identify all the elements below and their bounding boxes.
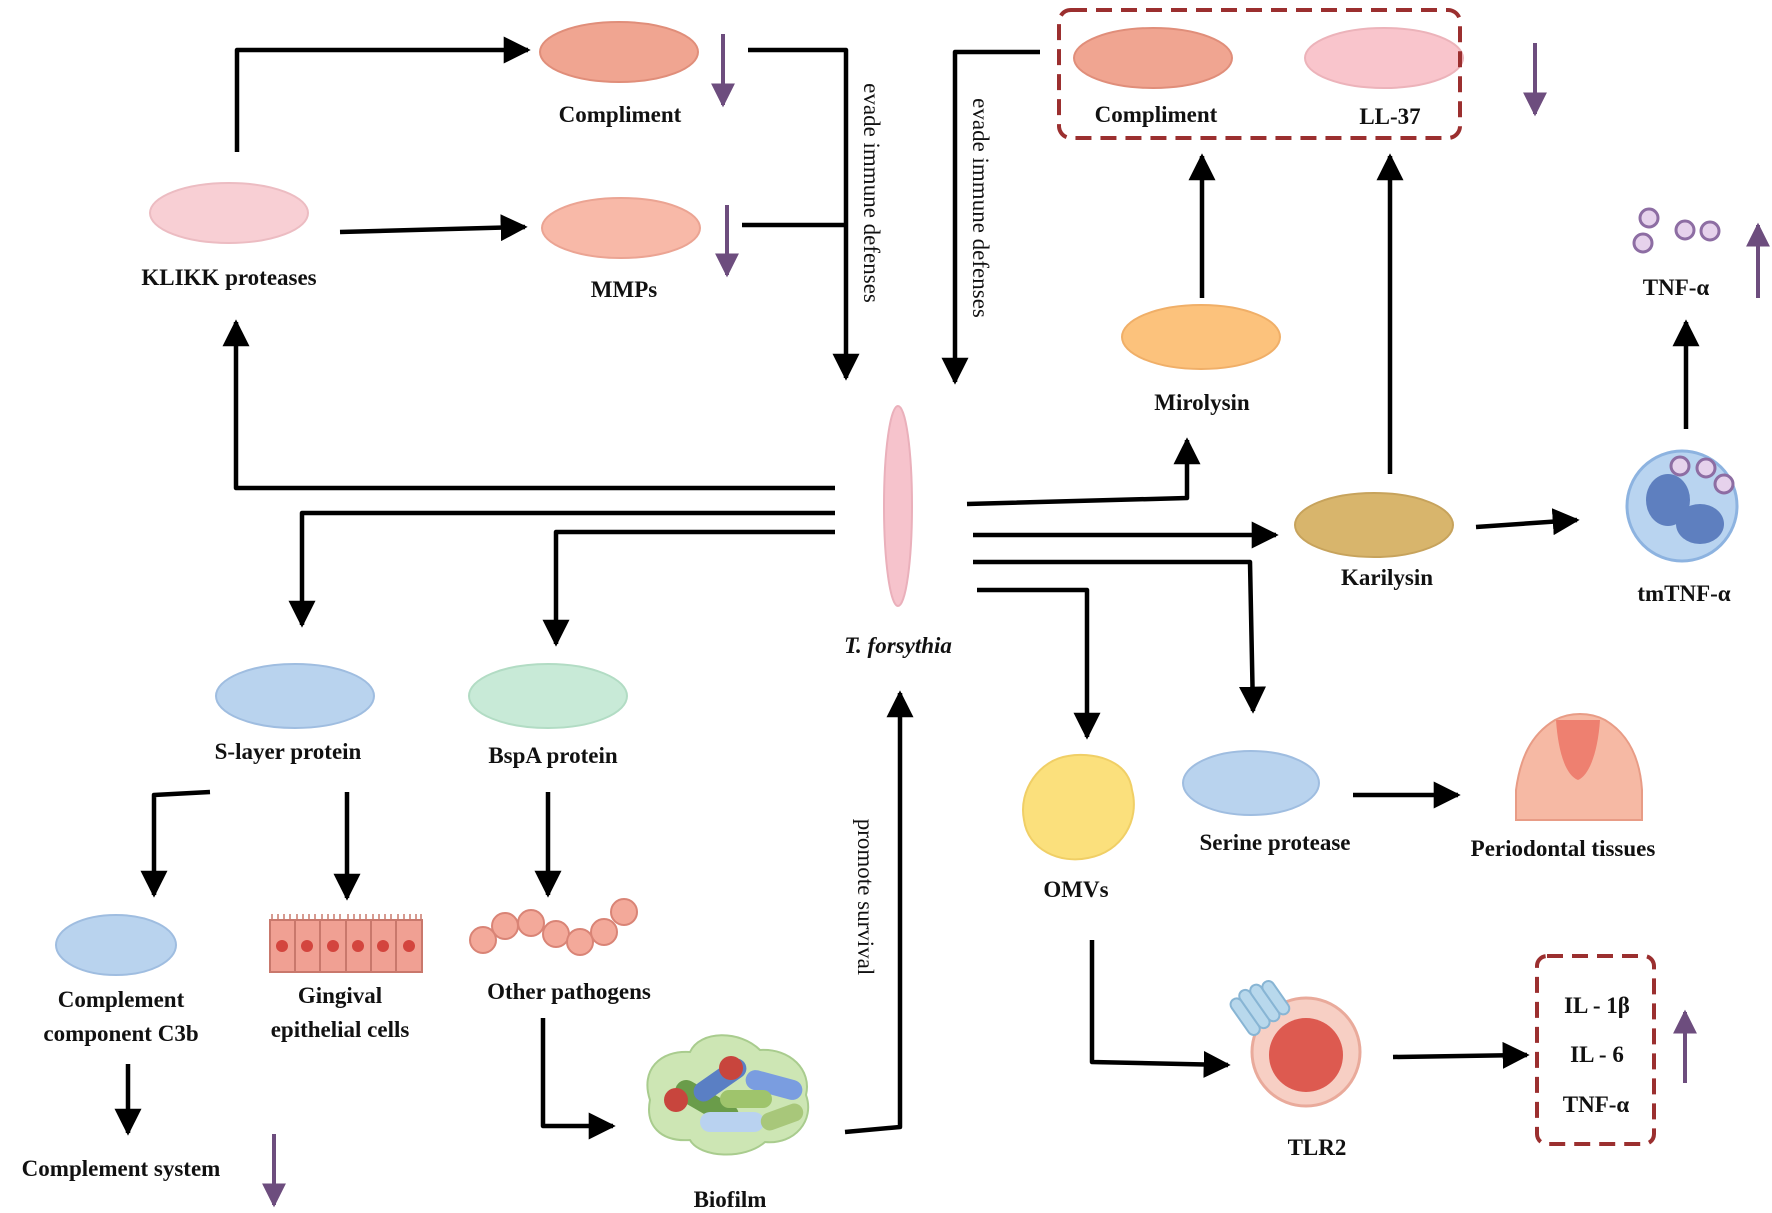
- arrow-box-to-tforsythia: [941, 49, 1040, 385]
- arrow-pathogens-to-biofilm: [540, 1018, 616, 1140]
- biofilm-icon: [646, 1034, 810, 1156]
- klikk-ellipse: [149, 182, 309, 244]
- mirolysin-ellipse: [1121, 304, 1281, 370]
- karilysin-ellipse: [1294, 492, 1454, 558]
- gingival-label-line2: epithelial cells: [271, 1017, 410, 1042]
- omvs-label: OMVs: [1043, 877, 1108, 902]
- promote-survival-label: promote survival: [853, 819, 878, 976]
- bspa-label: BspA protein: [488, 743, 618, 768]
- s-layer-label: S-layer protein: [215, 739, 362, 764]
- t-forsythia-label: T. forsythia: [844, 633, 952, 658]
- evade-immune-label-2: evade immune defenses: [968, 98, 993, 318]
- biofilm-label: Biofilm: [694, 1187, 767, 1212]
- arrow-tforsythia-to-mirolysin: [966, 437, 1201, 507]
- tlr2-label: TLR2: [1288, 1135, 1347, 1160]
- arrow-klikk-to-mmps: [339, 214, 528, 242]
- arrow-omvs-to-tlr2: [1089, 940, 1231, 1078]
- compliment-top-ellipse: [539, 21, 699, 83]
- arrow-tforsythia-to-klikk: [222, 319, 835, 491]
- tmtnf-label: tmTNF-α: [1637, 581, 1730, 606]
- arrow-karilysin-to-tmtnf: [1475, 508, 1580, 536]
- arrow-compliment-to-tforsythia: [748, 47, 860, 381]
- arrow-tforsythia-to-serine-protease: [973, 559, 1267, 714]
- tnf-top-label: TNF-α: [1643, 275, 1710, 300]
- il1b-label: IL - 1β: [1564, 993, 1630, 1018]
- periodontal-label: Periodontal tissues: [1471, 836, 1656, 861]
- arrow-tforsythia-to-bspa: [542, 529, 835, 647]
- periodontal-tissue-icon: [1515, 713, 1643, 821]
- serine-protease-label: Serine protease: [1200, 830, 1351, 855]
- mmps-label: MMPs: [591, 277, 657, 302]
- serine-protease-ellipse: [1182, 750, 1320, 816]
- arrow-s-layer-to-c3b: [140, 789, 211, 898]
- complement-c3b-ellipse: [55, 914, 177, 976]
- omvs-blob: [1022, 753, 1135, 861]
- gingival-cells-icon: [269, 914, 423, 973]
- tnf-box-label: TNF-α: [1563, 1092, 1630, 1117]
- ll37-label: LL-37: [1359, 104, 1420, 129]
- mmps-ellipse: [541, 197, 701, 259]
- complement-c3b-label-line2: component C3b: [43, 1021, 198, 1046]
- pathogens-chain-icon: [469, 898, 638, 956]
- inhibited-targets-box: [1057, 8, 1462, 140]
- compliment-box-ellipse: [1073, 27, 1233, 89]
- ll37-ellipse: [1304, 27, 1464, 89]
- tnf-molecules-icon: [1632, 207, 1721, 254]
- tlr2-cell-icon: [1229, 980, 1362, 1108]
- arrow-tforsythia-to-s-layer: [288, 510, 835, 628]
- karilysin-label: Karilysin: [1341, 565, 1433, 590]
- complement-c3b-label-line1: Complement: [58, 987, 185, 1012]
- gingival-label-line1: Gingival: [298, 983, 382, 1008]
- complement-system-label: Complement system: [22, 1156, 221, 1181]
- arrow-tlr2-to-cytokines: [1392, 1041, 1530, 1069]
- klikk-label: KLIKK proteases: [141, 265, 316, 290]
- arrow-biofilm-to-tforsythia: [844, 690, 914, 1135]
- bspa-ellipse: [468, 663, 628, 729]
- compliment-top-label: Compliment: [559, 102, 682, 127]
- arrow-tforsythia-to-omvs: [977, 587, 1101, 740]
- mirolysin-label: Mirolysin: [1154, 390, 1250, 415]
- t-forsythia-ellipse: [883, 405, 913, 607]
- compliment-box-label: Compliment: [1095, 102, 1218, 127]
- s-layer-ellipse: [215, 663, 375, 729]
- il6-label: IL - 6: [1570, 1042, 1624, 1067]
- tmtnf-cell-icon: [1625, 449, 1739, 563]
- other-pathogens-label: Other pathogens: [487, 979, 651, 1004]
- arrow-klikk-to-compliment: [234, 36, 531, 152]
- evade-immune-label-1: evade immune defenses: [859, 83, 884, 303]
